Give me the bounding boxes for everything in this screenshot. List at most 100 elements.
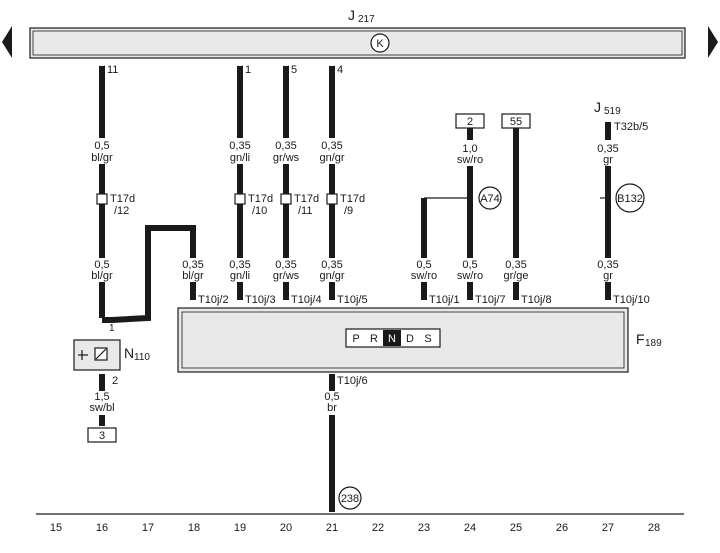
wl18-size: 0,35 bbox=[182, 259, 203, 271]
wires-upper bbox=[99, 66, 611, 512]
pin-11: 11 bbox=[107, 64, 118, 76]
t10j-6: T10j/6 bbox=[337, 375, 368, 387]
ruler-number-24: 24 bbox=[464, 522, 476, 534]
n110-label: N bbox=[124, 345, 134, 361]
t17d-9-name: T17d bbox=[340, 193, 365, 205]
ref-238: 238 bbox=[341, 493, 359, 505]
t10j-8: T10j/8 bbox=[521, 294, 552, 306]
t10j-10: T10j/10 bbox=[613, 294, 650, 306]
ref-b132: B132 bbox=[617, 193, 643, 205]
lower-wire-label-bg bbox=[88, 258, 622, 282]
t10j-5: T10j/5 bbox=[337, 294, 368, 306]
w24-top-size: 1,0 bbox=[462, 143, 477, 155]
wl19-size: 0,35 bbox=[229, 259, 250, 271]
wl27-size: 0,35 bbox=[597, 259, 618, 271]
gear-r: R bbox=[370, 333, 378, 345]
w16-color: bl/gr bbox=[91, 152, 113, 164]
n110-pin2: 2 bbox=[112, 375, 118, 387]
ref-238-circle bbox=[338, 486, 362, 510]
t17d-connectors bbox=[96, 190, 372, 216]
w21-color: gn/gr bbox=[319, 152, 344, 164]
f189-label: F bbox=[636, 331, 645, 347]
wl21-color: gn/gr bbox=[319, 270, 344, 282]
ruler-number-25: 25 bbox=[510, 522, 522, 534]
w21-size: 0,35 bbox=[321, 140, 342, 152]
wl19-color: gn/li bbox=[230, 270, 250, 282]
top-pin-markers: ✕ ✕ ✕ ✕ bbox=[98, 64, 336, 75]
wl23-size: 0,5 bbox=[416, 259, 431, 271]
w24-top-color: sw/ro bbox=[457, 154, 483, 166]
ref-boxes bbox=[455, 113, 645, 213]
bus-j217: J 217 bbox=[2, 7, 718, 59]
n110-solenoid bbox=[73, 339, 121, 371]
pin-4: 4 bbox=[337, 64, 343, 76]
ruler-number-26: 26 bbox=[556, 522, 568, 534]
bottom-wire-color: br bbox=[327, 402, 337, 414]
bottom-wire-size: 0,5 bbox=[324, 391, 339, 403]
j519-label: J bbox=[594, 99, 601, 115]
wl20-size: 0,35 bbox=[275, 259, 296, 271]
t17d-10-name: T17d bbox=[248, 193, 273, 205]
ruler-number-15: 15 bbox=[50, 522, 62, 534]
wl20-color: gr/ws bbox=[273, 270, 300, 282]
n110-pin1: 1 bbox=[109, 323, 115, 334]
gear-p: P bbox=[352, 333, 359, 345]
svg-text:✕: ✕ bbox=[328, 64, 336, 75]
k-symbol-icon bbox=[370, 33, 390, 53]
wl16-size: 0,5 bbox=[94, 259, 109, 271]
gear-s: S bbox=[424, 333, 431, 345]
gear-d: D bbox=[406, 333, 414, 345]
w19-color: gn/li bbox=[230, 152, 250, 164]
ruler-number-16: 16 bbox=[96, 522, 108, 534]
ruler-number-27: 27 bbox=[602, 522, 614, 534]
t10j-4: T10j/4 bbox=[291, 294, 322, 306]
wl27-color: gr bbox=[603, 270, 613, 282]
bus-sublabel: 217 bbox=[358, 14, 375, 25]
ruler-number-28: 28 bbox=[648, 522, 660, 534]
wl23-color: sw/ro bbox=[411, 270, 437, 282]
wl18-color: bl/gr bbox=[182, 270, 204, 282]
wl24-size: 0,5 bbox=[462, 259, 477, 271]
w16-size: 0,5 bbox=[94, 140, 109, 152]
ref-box-55: 55 bbox=[510, 116, 522, 128]
scroll-left-arrow-icon[interactable] bbox=[2, 26, 12, 58]
gear-n: N bbox=[388, 333, 396, 345]
k-symbol-text: K bbox=[376, 38, 384, 50]
bus-label: J bbox=[348, 7, 355, 23]
t17d-10-pin: /10 bbox=[252, 205, 267, 217]
upper-wire-labels bbox=[88, 138, 346, 164]
ruler-number-23: 23 bbox=[418, 522, 430, 534]
w19-size: 0,35 bbox=[229, 140, 250, 152]
svg-text:✕: ✕ bbox=[98, 64, 106, 75]
scroll-right-arrow-icon[interactable] bbox=[708, 26, 718, 58]
t17d-11-pin: /11 bbox=[298, 205, 312, 217]
t10j-3: T10j/3 bbox=[245, 294, 276, 306]
ruler-number-22: 22 bbox=[372, 522, 384, 534]
ref-box-2: 2 bbox=[467, 116, 473, 128]
ruler-number-20: 20 bbox=[280, 522, 292, 534]
w27-top-color: gr bbox=[603, 154, 613, 166]
f189-module bbox=[177, 307, 629, 373]
t17d-9-pin: /9 bbox=[344, 205, 353, 217]
wl16-color: bl/gr bbox=[91, 270, 113, 282]
t10j-2: T10j/2 bbox=[198, 294, 229, 306]
ref-a74: A74 bbox=[480, 193, 500, 205]
w20-color: gr/ws bbox=[273, 152, 300, 164]
t10j-1: T10j/1 bbox=[429, 294, 460, 306]
w20-size: 0,35 bbox=[275, 140, 296, 152]
wl25-size: 0,35 bbox=[505, 259, 526, 271]
pin-1: 1 bbox=[245, 64, 251, 76]
n110-wire-size: 1,5 bbox=[94, 391, 109, 403]
wl21-size: 0,35 bbox=[321, 259, 342, 271]
svg-text:✕: ✕ bbox=[282, 64, 290, 75]
pin-5: 5 bbox=[291, 64, 297, 76]
f189-sublabel: 189 bbox=[645, 338, 662, 349]
ruler-number-21: 21 bbox=[326, 522, 338, 534]
j519-sublabel: 519 bbox=[604, 106, 621, 117]
wl24-color: sw/ro bbox=[457, 270, 483, 282]
ref-box-3: 3 bbox=[99, 430, 105, 442]
ruler-number-18: 18 bbox=[188, 522, 200, 534]
